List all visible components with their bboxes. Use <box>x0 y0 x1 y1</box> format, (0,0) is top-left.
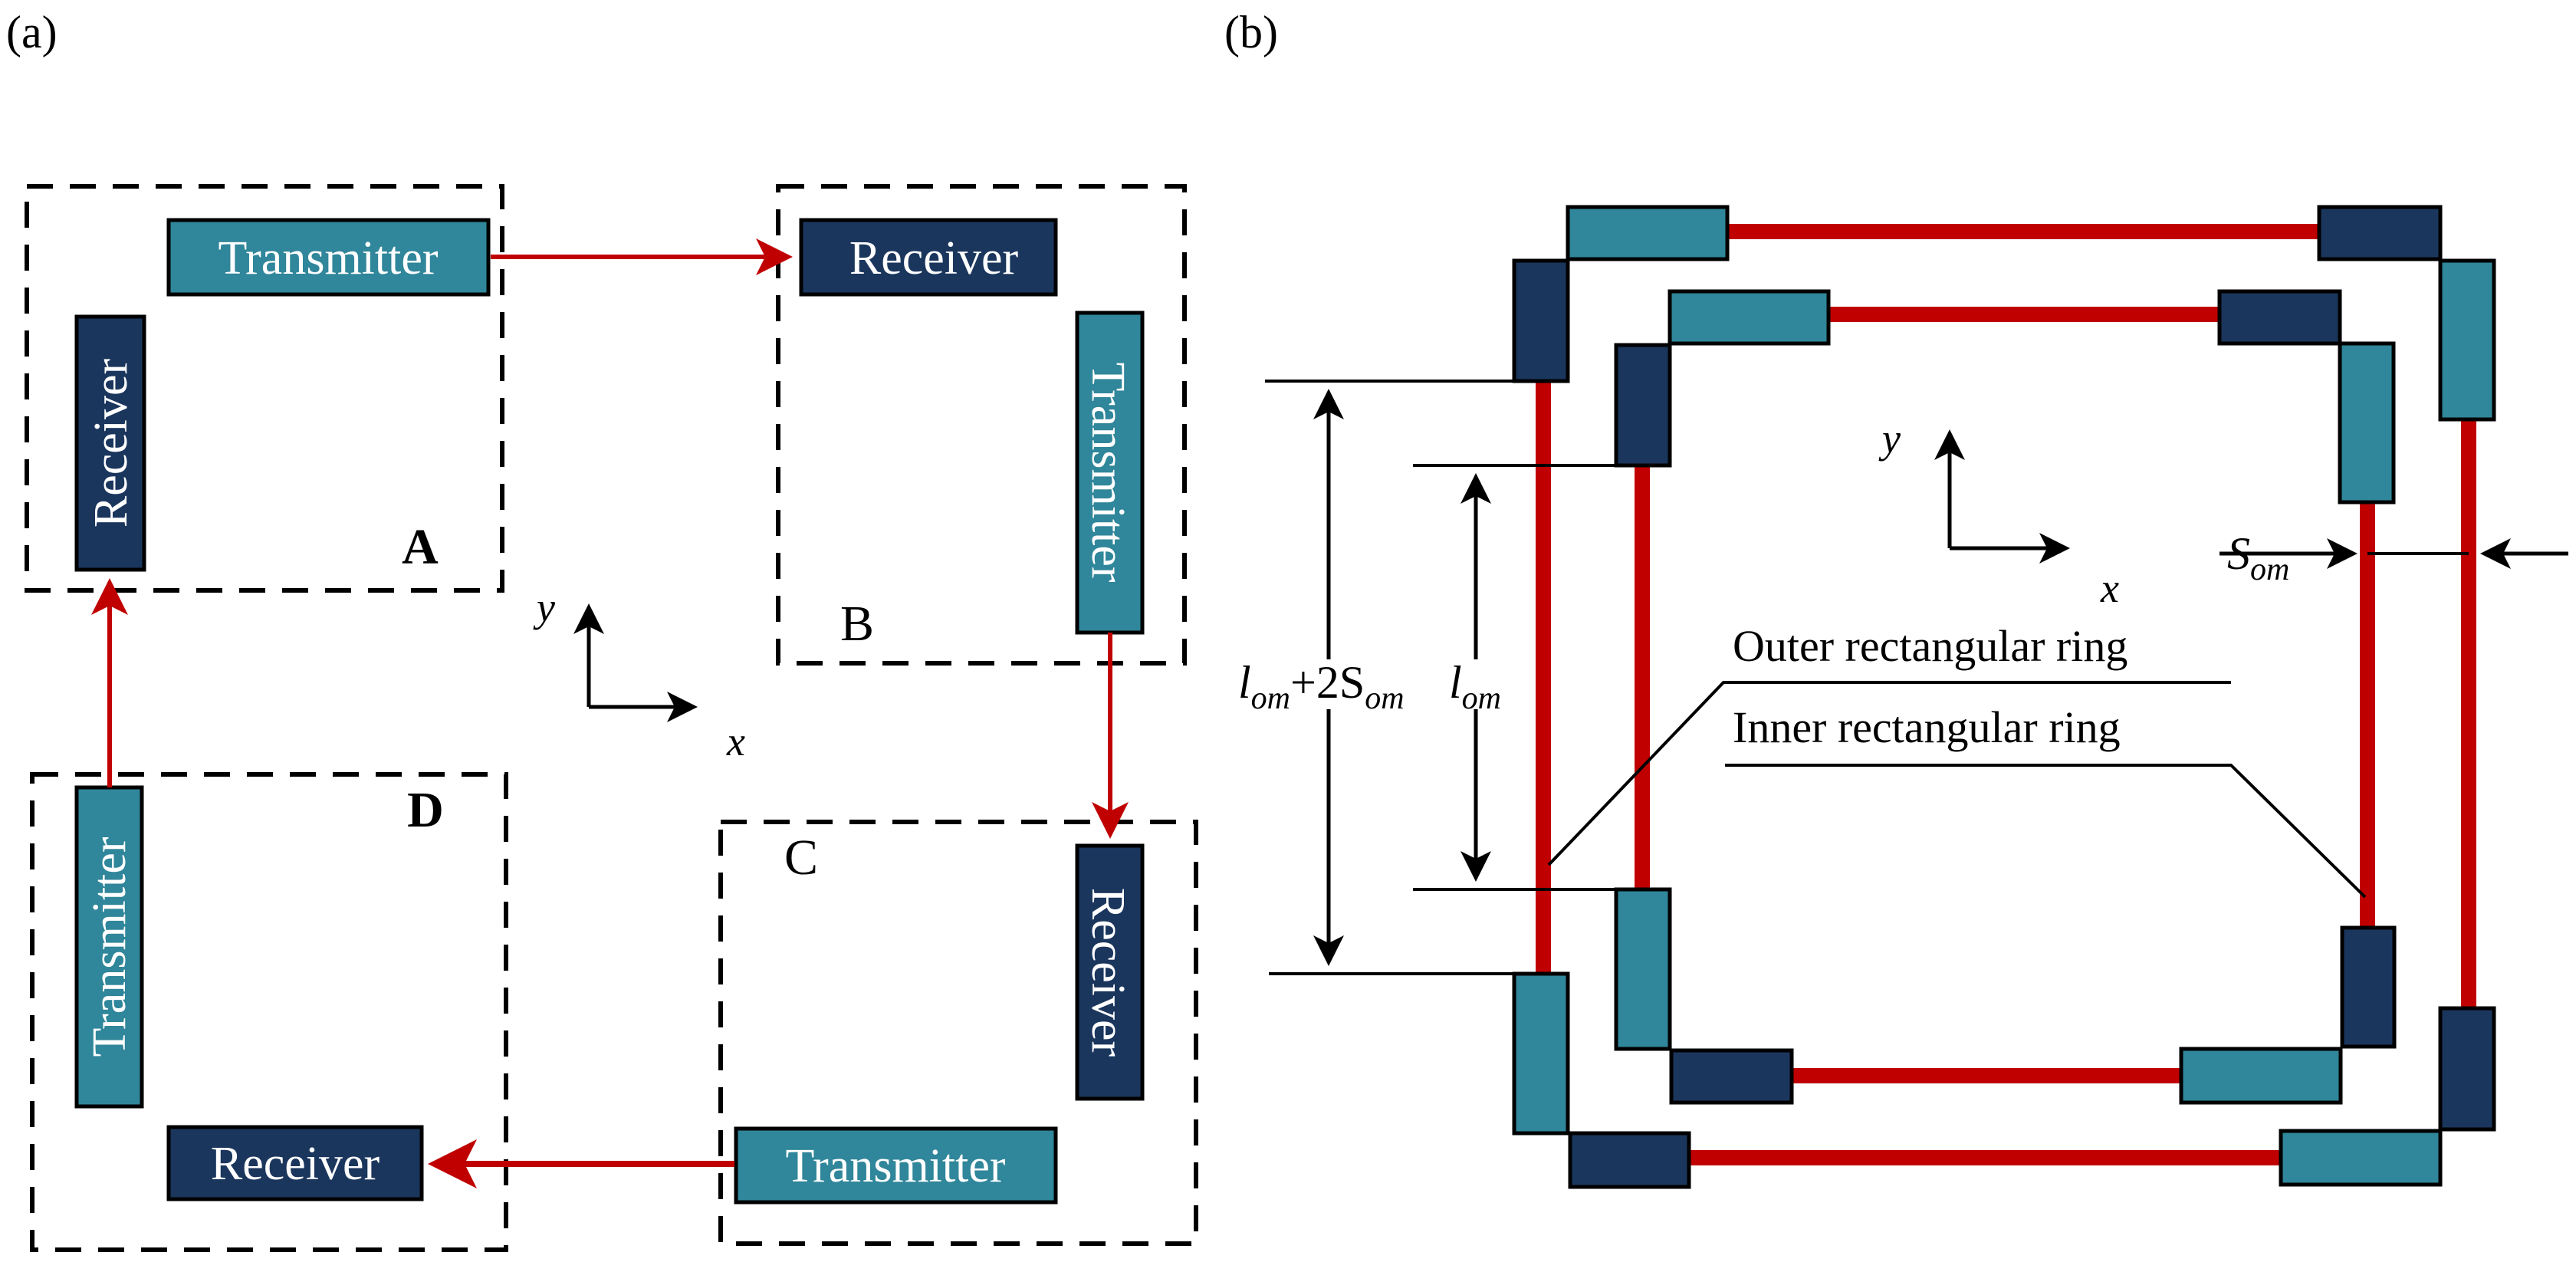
module-d-id: D <box>407 782 444 838</box>
outer-ring-receiver-left-top <box>1512 258 1570 383</box>
module-a: Transmitter Receiver A <box>25 184 504 593</box>
spacing-dimension-label: Som <box>2227 528 2289 587</box>
panel-a-label: (a) <box>6 7 58 58</box>
module-d-receiver <box>166 1125 424 1201</box>
module-d-transmitter <box>74 785 144 1109</box>
outer-ring <box>1512 205 2496 1189</box>
inner-ring-receiver-bottom-left <box>1669 1048 1794 1105</box>
outer-ring-transmitter-bottom <box>2279 1129 2443 1187</box>
axis-a-x-label: x <box>726 718 745 764</box>
outer-ring-transmitter-top <box>1566 205 1730 261</box>
panel-b-label: (b) <box>1224 7 1278 58</box>
inner-ring-receiver-left-top <box>1614 343 1672 468</box>
module-b-id: B <box>840 596 874 652</box>
module-c: Receiver Transmitter C <box>718 820 1198 1246</box>
inner-ring-receiver-right-bottom <box>2340 925 2397 1049</box>
inner-ring <box>1614 289 2397 1105</box>
inner-ring-transmitter-right <box>2338 341 2396 505</box>
module-d-transmitter-label: Transmitter <box>84 836 136 1057</box>
outer-ring-transmitter-right <box>2438 258 2496 422</box>
inner-ring-transmitter-left <box>1614 887 1672 1051</box>
outer-ring-transmitter-left <box>1512 971 1570 1136</box>
panel-b: (b) <box>1224 7 2568 1189</box>
module-b-transmitter-label: Transmitter <box>1082 362 1134 582</box>
module-b-receiver-label: Receiver <box>849 232 1019 284</box>
ring-labels: Outer rectangular ring Inner rectangular… <box>1547 621 2367 899</box>
module-b-boundary <box>776 184 1187 666</box>
inner-ring-receiver-top-right <box>2217 289 2342 346</box>
module-b-transmitter <box>1075 311 1145 635</box>
power-flow-arrows <box>91 238 1129 1188</box>
module-a-transmitter-label: Transmitter <box>218 232 438 284</box>
module-c-boundary <box>718 820 1198 1246</box>
axis-b-y-label: y <box>1878 416 1901 462</box>
outer-ring-receiver-right-bottom <box>2438 1006 2496 1132</box>
module-c-transmitter-label: Transmitter <box>785 1140 1005 1192</box>
outer-ring-label: Outer rectangular ring <box>1733 621 2128 671</box>
module-c-receiver <box>1075 843 1145 1101</box>
module-d-boundary <box>30 772 508 1252</box>
inner-ring-transmitter-top <box>1668 289 1831 346</box>
module-b-receiver <box>799 218 1058 297</box>
module-a-receiver-label: Receiver <box>85 359 137 528</box>
inner-ring-label: Inner rectangular ring <box>1733 702 2121 752</box>
module-c-receiver-label: Receiver <box>1082 888 1134 1057</box>
module-a-boundary <box>25 184 504 593</box>
axis-b-x-label: x <box>2100 565 2119 611</box>
outer-ring-receiver-bottom-left <box>1568 1131 1691 1189</box>
module-d-receiver-label: Receiver <box>211 1138 380 1190</box>
outer-dimension-label: lom+2Som <box>1238 657 1405 716</box>
inner-dimension-label: lom <box>1449 657 1501 716</box>
module-a-transmitter <box>166 218 491 297</box>
module-c-transmitter <box>734 1126 1058 1205</box>
axis-a: y x <box>533 584 745 764</box>
outer-ring-receiver-top-right <box>2317 205 2443 261</box>
dimension-lines: lom+2Som lom Som <box>1238 380 2568 975</box>
outer-ring-leader-line <box>1547 681 2231 866</box>
module-d: Transmitter Receiver D <box>30 772 508 1252</box>
axis-b: y x <box>1878 416 2119 611</box>
inner-ring-transmitter-bottom <box>2179 1047 2343 1105</box>
module-a-receiver <box>74 314 146 572</box>
axis-a-y-label: y <box>533 584 555 630</box>
module-a-id: A <box>402 519 439 575</box>
panel-a: (a) Transmitter Receiver A Receiver Tran… <box>6 7 1198 1252</box>
module-b: Receiver Transmitter B <box>776 184 1187 666</box>
module-c-id: C <box>784 830 818 886</box>
inner-ring-leader-line <box>1725 764 2367 899</box>
